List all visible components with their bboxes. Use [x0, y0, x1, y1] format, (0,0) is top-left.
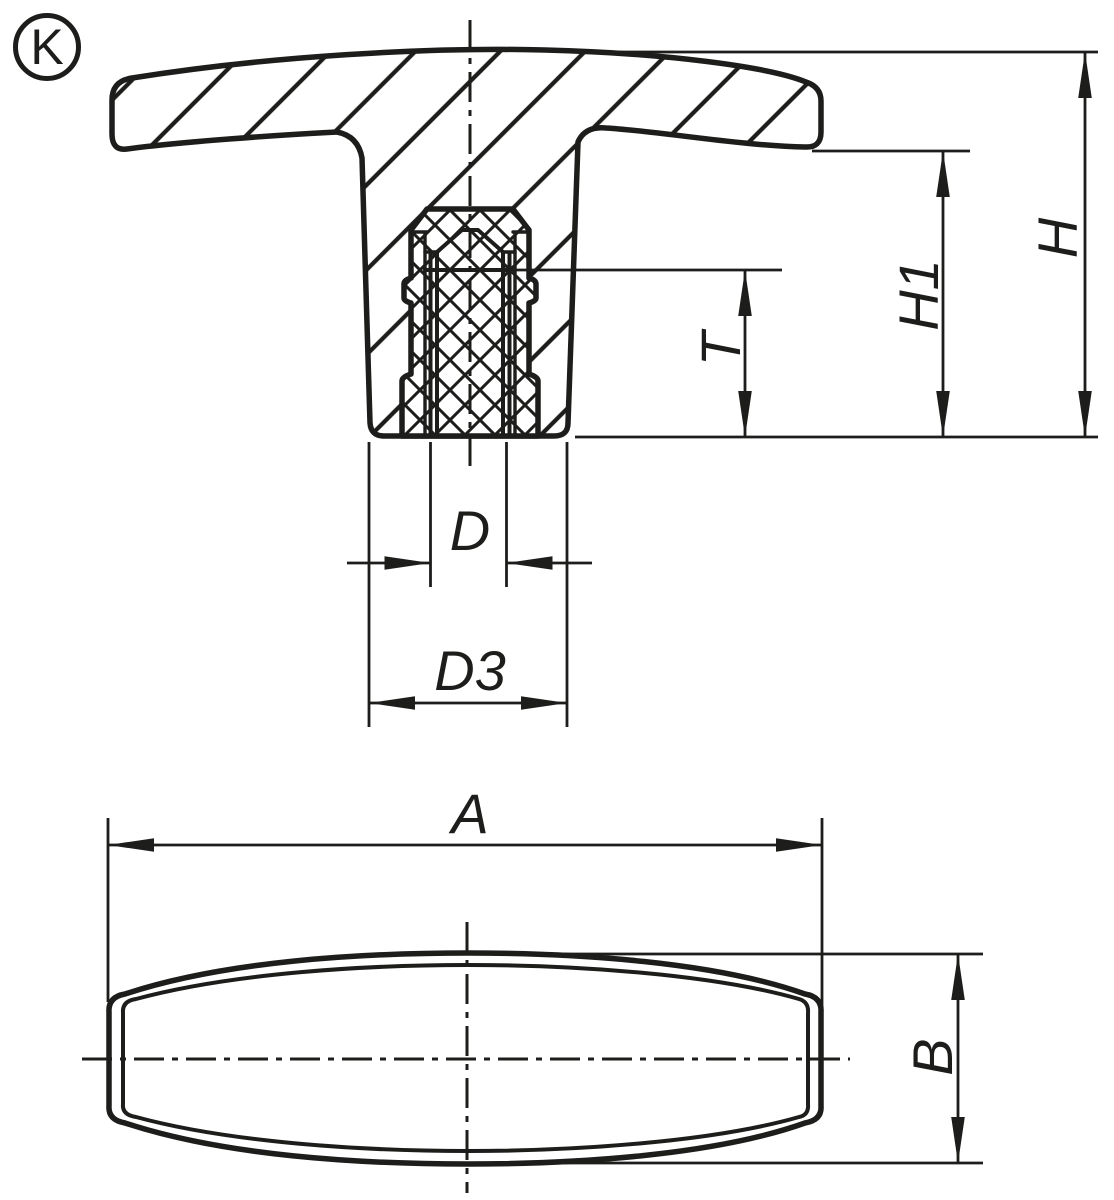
dimension-label-H1: H1: [887, 259, 950, 331]
dimensions: H H1 T D D3: [106, 50, 1098, 1165]
handle-plan-outline-inner: [120, 963, 811, 1153]
dimension-label-A: A: [448, 782, 488, 845]
dimension-label-T: T: [689, 328, 752, 366]
dimension-label-D: D: [450, 499, 490, 562]
plan-view: [82, 922, 850, 1193]
dimension-H: H: [600, 50, 1098, 437]
dimension-T: T: [515, 268, 782, 437]
view-marker-label: K: [30, 19, 63, 75]
cross-section-view: [109, 20, 824, 468]
dimension-label-D3: D3: [434, 639, 506, 702]
dimension-B: B: [478, 952, 983, 1165]
dimension-A: A: [106, 782, 824, 1062]
view-marker: K: [13, 13, 81, 81]
dimension-D: D: [347, 442, 592, 587]
dimension-label-B: B: [901, 1038, 964, 1075]
view-marker-circle: [13, 13, 81, 81]
thread-insert-outline: [399, 206, 541, 439]
handle-cross-section-outline: [109, 46, 824, 439]
handle-plan-outline-outer: [106, 950, 824, 1167]
dimension-label-H: H: [1026, 217, 1089, 258]
dimension-D3: D3: [367, 442, 569, 727]
dimension-H1: H1: [812, 149, 970, 437]
